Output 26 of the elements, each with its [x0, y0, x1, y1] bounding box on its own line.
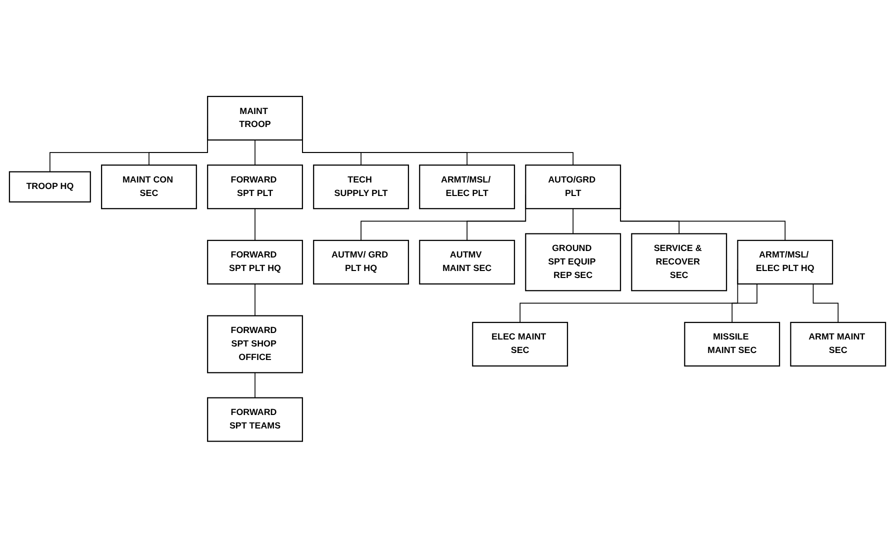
- connector: [812, 284, 839, 323]
- connector: [254, 284, 256, 316]
- connector: [732, 284, 758, 323]
- node-box: [101, 164, 197, 210]
- node-box: [684, 322, 780, 367]
- connector: [254, 208, 256, 241]
- connector: [572, 208, 574, 234]
- node-box: [313, 240, 410, 285]
- node-box: [472, 322, 568, 367]
- node-box: [207, 96, 303, 141]
- node-box: [207, 397, 303, 442]
- node-box: [525, 233, 622, 292]
- node-box: [419, 240, 516, 285]
- connector: [254, 140, 256, 166]
- node-box: [207, 164, 303, 210]
- node-box: [631, 233, 728, 292]
- node-box: [790, 322, 886, 367]
- node-box: [313, 164, 410, 210]
- node-box: [737, 240, 834, 285]
- connector: [254, 372, 256, 398]
- node-box: [8, 171, 91, 203]
- node-box: [207, 240, 303, 285]
- node-box: [525, 164, 622, 210]
- org-chart: MAINT TROOP TROOP HQ MAINT CON SEC AUTO/GRD PLT TECH SUPPLY PLT ARMT/MSL/ ELEC PLT FORWARD SPT PLT FORWARD SPT PLT HQ AUTMV/ GRD PLT HQ AUTMV MAINT SEC GROUND SPT EQUIP REP SEC SERVICE & RECOVER SEC ARMT/MSL/ ELEC PLT HQ FORWARD SPT SHOP OFFICE ELEC MAINT SEC MISSILE MAINT SEC ARMT MAINT SEC FORWARD SPT TEAMS: [5, 92, 890, 446]
- node-box: [419, 164, 516, 210]
- node-box: [207, 315, 303, 374]
